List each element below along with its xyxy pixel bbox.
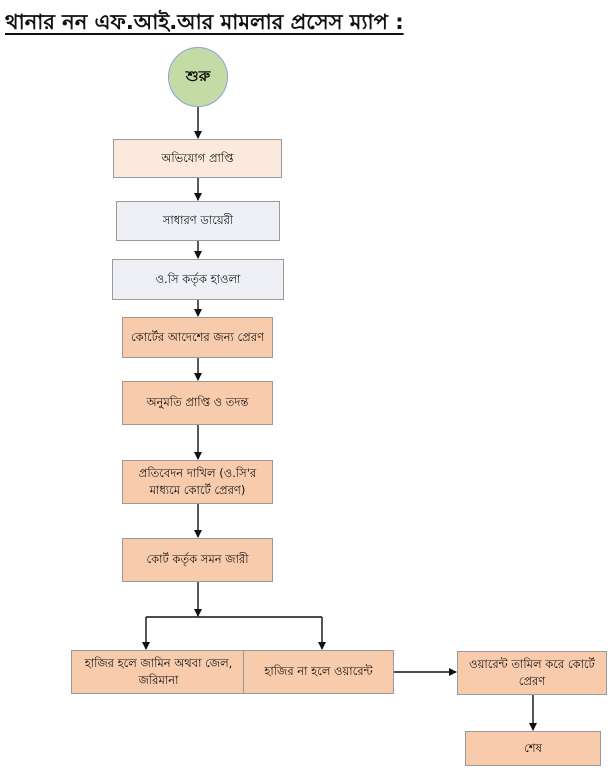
step-send-for-court-order: কোর্টের আদেশের জন্য প্রেরণ (122, 317, 273, 358)
step-label: অভিযোগ প্রাপ্তি (161, 150, 234, 165)
branch-absent-warrant: হাজির না হলে ওয়ারেন্ট (243, 650, 394, 694)
page-title: থানার নন এফ.আই.আর মামলার প্রসেস ম্যাপ : (5, 10, 404, 34)
step-label: কোর্টের আদেশের জন্য প্রেরণ (130, 329, 265, 344)
step-label: সাধারণ ডায়েরী (162, 213, 234, 228)
step-court-summons: কোর্ট কর্তৃক সমন জারী (122, 538, 273, 582)
start-label: শুরু (185, 66, 211, 85)
step-permission-investigation: অনুমতি প্রাপ্তি ও তদন্ত (122, 381, 273, 425)
start-node: শুরু (168, 47, 228, 107)
branch-label: হাজির হলে জামিন অথবা জেল, জরিমানা (84, 655, 233, 687)
step-label: প্রতিবেদন দাখিল (ও.সি'র মাধ্যমে কোর্টে প… (138, 465, 257, 497)
branch-label: হাজির না হলে ওয়ারেন্ট (264, 664, 373, 679)
end-node: শেষ (465, 731, 601, 766)
end-label: শেষ (524, 740, 542, 755)
step-report-submission: প্রতিবেদন দাখিল (ও.সি'র মাধ্যমে কোর্টে প… (122, 460, 273, 504)
step-complaint-received: অভিযোগ প্রাপ্তি (113, 139, 282, 178)
step-label: অনুমতি প্রাপ্তি ও তদন্ত (146, 395, 249, 410)
step-label: ও.সি কর্তৃক হাওলা (155, 271, 241, 286)
step-label: কোর্ট কর্তৃক সমন জারী (146, 552, 249, 567)
step-general-diary: সাধারণ ডায়েরী (116, 201, 280, 241)
step-oc-assignment: ও.সি কর্তৃক হাওলা (112, 259, 284, 300)
step-label: ওয়ারেন্ট তামিল করে কোর্টে প্রেরণ (469, 656, 595, 688)
step-warrant-served: ওয়ারেন্ট তামিল করে কোর্টে প্রেরণ (457, 651, 607, 695)
branch-present: হাজির হলে জামিন অথবা জেল, জরিমানা (71, 650, 246, 694)
